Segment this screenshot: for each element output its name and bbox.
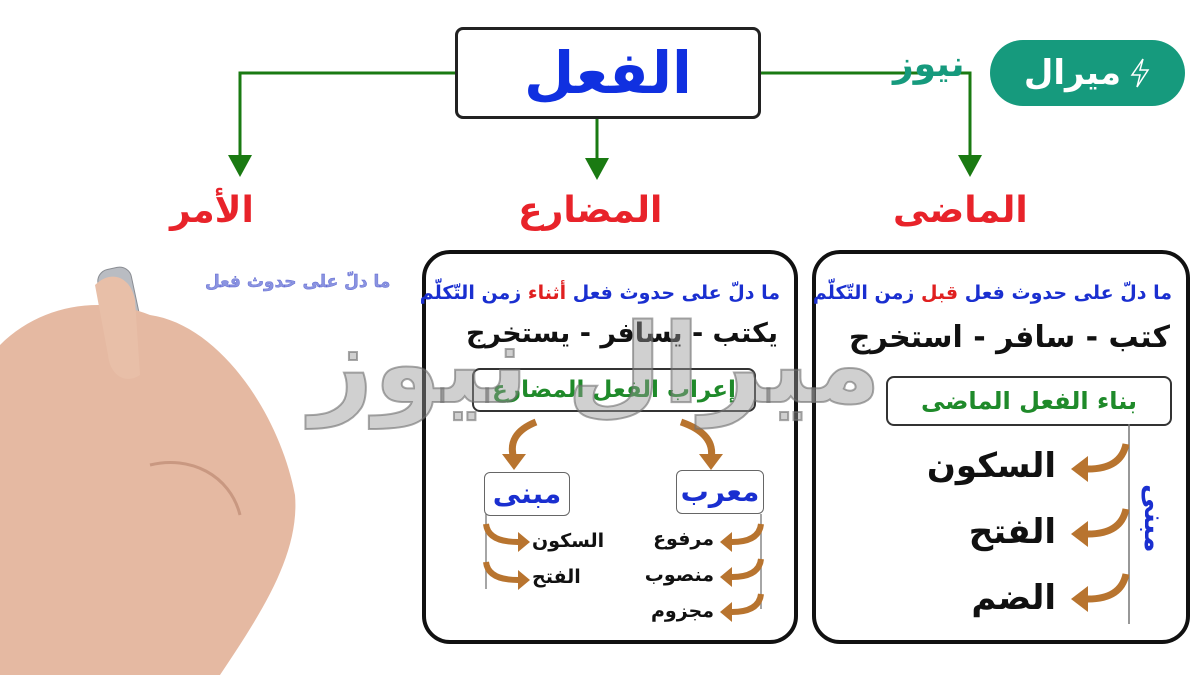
arrowhead-right bbox=[958, 155, 982, 177]
madi-definition: ما دلّ على حدوث فعل قبل زمن التّكلّم bbox=[812, 282, 1172, 304]
madi-item: الضم bbox=[971, 578, 1056, 618]
madi-card: ما دلّ على حدوث فعل قبل زمن التّكلّم كتب… bbox=[812, 250, 1190, 644]
madi-item: السكون bbox=[926, 446, 1056, 486]
lightning-icon bbox=[1130, 58, 1150, 88]
mudari-definition: ما دلّ على حدوث فعل أثناء زمن التّكلّم bbox=[419, 282, 780, 304]
mabni-item: الفتح bbox=[532, 566, 581, 588]
arrowhead-left bbox=[228, 155, 252, 177]
heading-mudari: المضارع bbox=[518, 190, 663, 231]
mudari-subheading: إعراب الفعل المضارع bbox=[472, 368, 756, 412]
hand-with-marker-illustration bbox=[0, 266, 296, 675]
mudari-arrows bbox=[483, 418, 764, 622]
logo: ميرال bbox=[990, 40, 1185, 106]
title: الفعل bbox=[524, 39, 692, 107]
muarab-box: معرب bbox=[676, 470, 764, 514]
amr-definition: ما دلّ على حدوث فعل bbox=[205, 272, 391, 292]
title-box: الفعل bbox=[455, 27, 761, 119]
arrowhead-middle bbox=[585, 158, 609, 180]
logo-brand: ميرال bbox=[1023, 53, 1122, 93]
mabni-box: مبنى bbox=[484, 472, 570, 516]
muarab-item: مجزوم bbox=[650, 600, 714, 622]
hand bbox=[0, 305, 296, 675]
watermark: ميرال نيوز bbox=[309, 299, 882, 429]
logo-suffix: نيوز bbox=[893, 44, 965, 85]
mabni-item: السكون bbox=[532, 530, 605, 552]
madi-item: الفتح bbox=[968, 512, 1056, 552]
madi-side-label: مبنى bbox=[1138, 484, 1171, 553]
connector-right bbox=[757, 71, 972, 160]
madi-arrows bbox=[1071, 424, 1130, 624]
mudari-card: ما دلّ على حدوث فعل أثناء زمن التّكلّم ي… bbox=[419, 250, 798, 644]
connector-left bbox=[238, 71, 455, 160]
muarab-item: مرفوع bbox=[653, 528, 714, 550]
madi-subheading: بناء الفعل الماضى bbox=[886, 376, 1172, 426]
madi-examples: كتب - سافر - استخرج bbox=[848, 320, 1170, 355]
mudari-examples: يكتب - يسافر - يستخرج bbox=[465, 318, 778, 349]
muarab-item: منصوب bbox=[644, 564, 714, 586]
heading-amr: الأمر bbox=[170, 190, 254, 231]
heading-madi: الماضى bbox=[893, 190, 1028, 231]
